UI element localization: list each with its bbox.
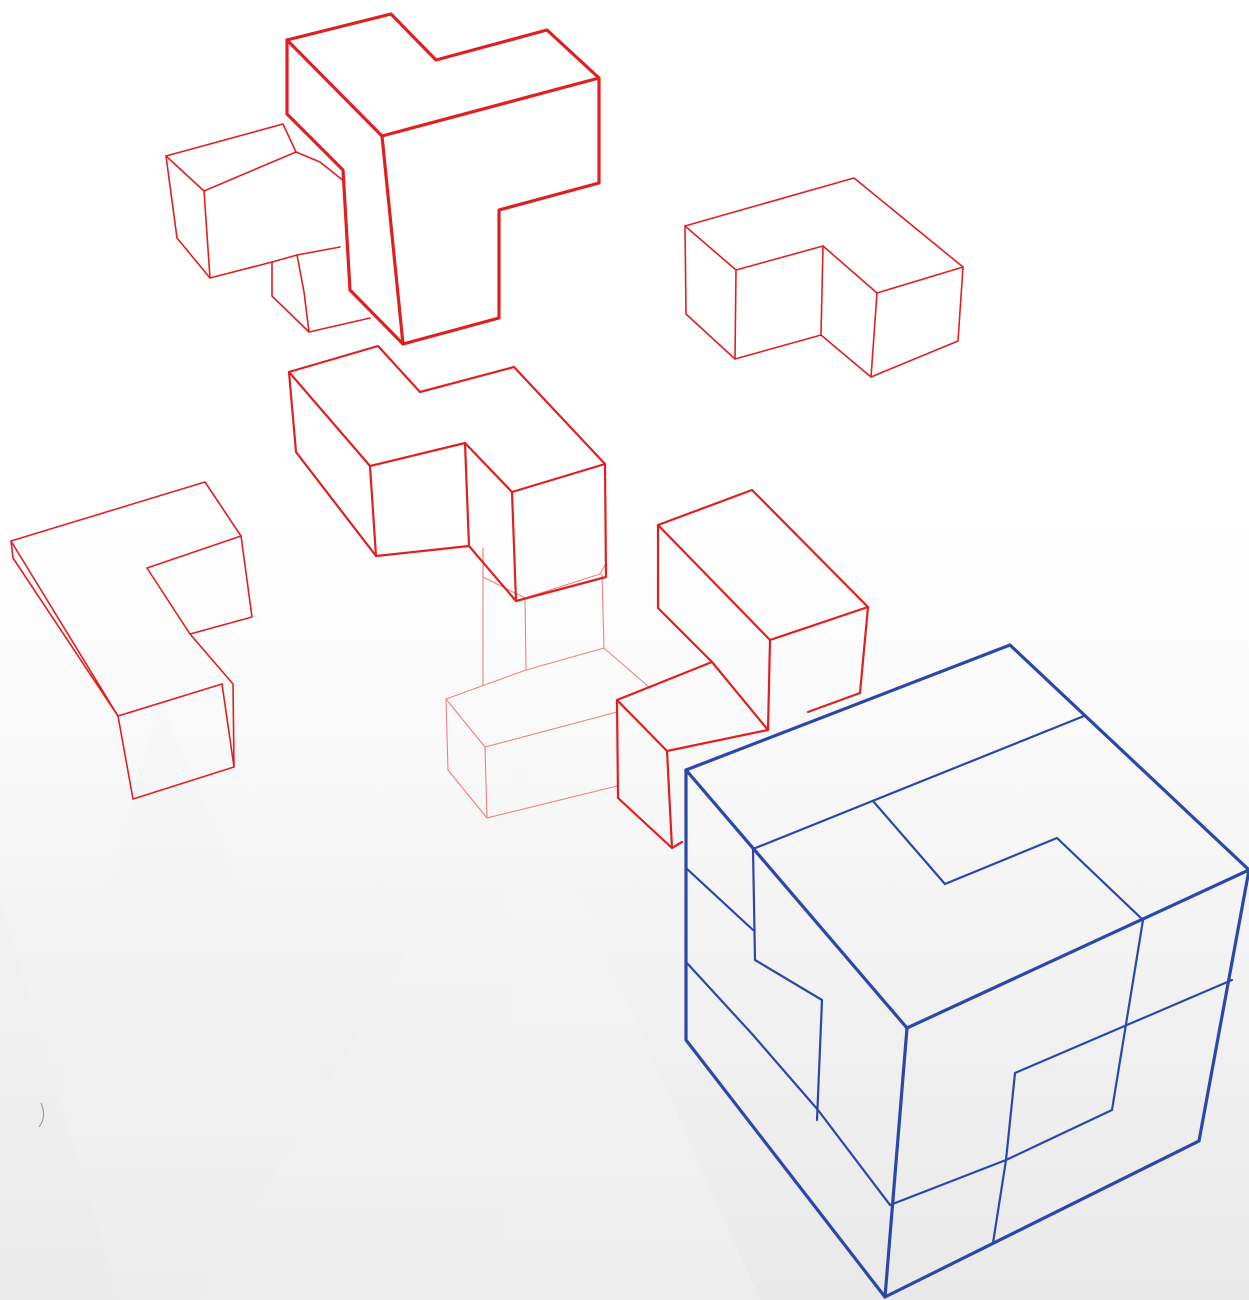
background-rays <box>0 700 760 1300</box>
piece-t-top <box>287 14 599 344</box>
piece-faint-lower <box>446 548 650 818</box>
piece-s-middle <box>289 346 606 601</box>
piece-l-right <box>685 178 963 377</box>
cube-outline <box>686 645 1249 1297</box>
piece-step-right <box>617 490 868 848</box>
piece-top-left-arm <box>166 124 370 332</box>
assembled-cube <box>686 645 1249 1297</box>
piece-l-left <box>11 482 252 799</box>
